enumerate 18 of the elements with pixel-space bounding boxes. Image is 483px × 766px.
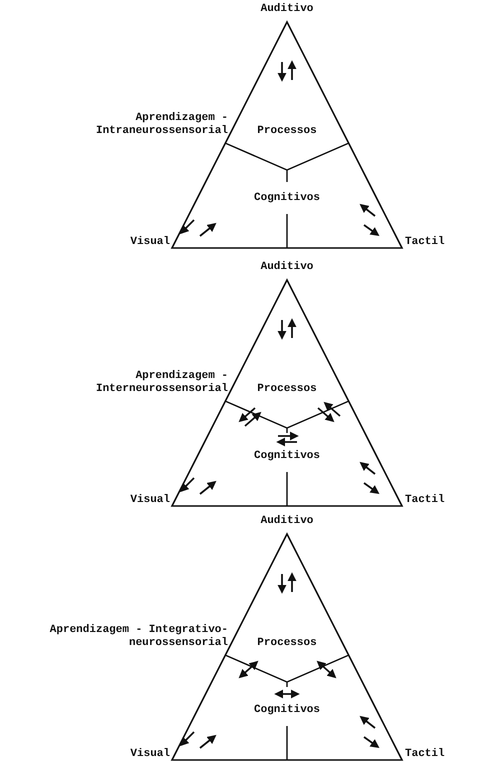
vertex-label: Visual xyxy=(130,748,170,761)
vertex-label: Tactil xyxy=(405,236,445,249)
region-label: Cognitivos xyxy=(254,192,320,205)
vertex-label: Auditivo xyxy=(260,3,314,16)
heading-label: Aprendizagem - Interneurossensorial xyxy=(94,370,228,396)
heading-label: Aprendizagem - Intraneurossensorial xyxy=(94,112,228,138)
vertex-label: Auditivo xyxy=(260,261,314,274)
vertex-label: Tactil xyxy=(405,494,445,507)
region-label: Processos xyxy=(257,637,317,650)
vertex-label: Visual xyxy=(130,494,170,507)
region-label: Cognitivos xyxy=(254,704,320,717)
vertex-label: Visual xyxy=(130,236,170,249)
heading-label: Aprendizagem - Integrativo-neurossensorial xyxy=(48,624,228,650)
region-label: Processos xyxy=(257,125,317,138)
region-label: Processos xyxy=(257,383,317,396)
vertex-label: Auditivo xyxy=(260,515,314,528)
vertex-label: Tactil xyxy=(405,748,445,761)
region-label: Cognitivos xyxy=(254,450,320,463)
